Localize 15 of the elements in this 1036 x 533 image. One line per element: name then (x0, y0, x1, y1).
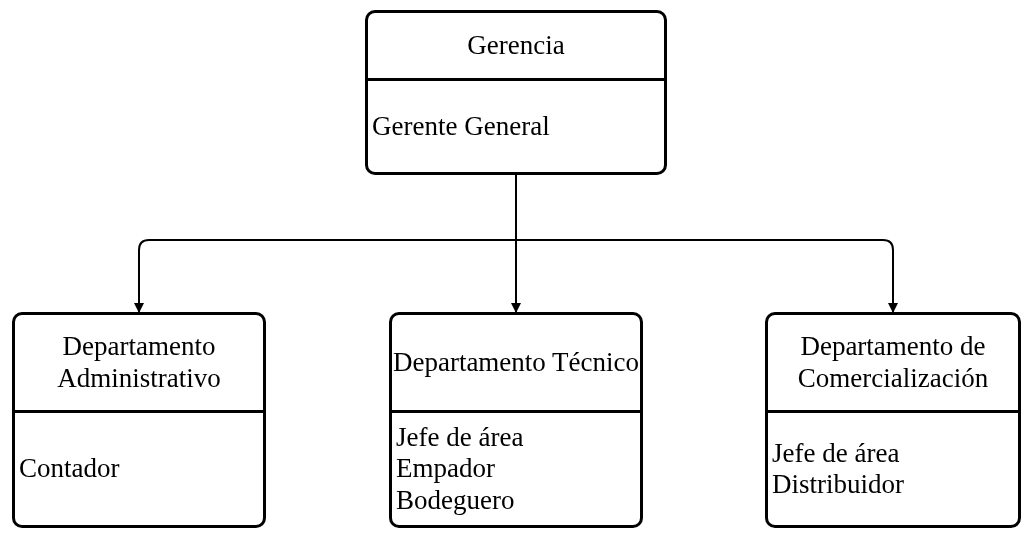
department-title: Departamento de Comercialización (796, 331, 990, 394)
role-text: Distribuidor (772, 469, 905, 501)
org-box (765, 312, 1021, 528)
org-box (12, 312, 266, 528)
department-title: Departamento Técnico (392, 346, 640, 378)
org-box (365, 10, 667, 175)
role-text: Jefe de área (396, 422, 525, 454)
department-title: Departamento Administrativo (56, 331, 222, 394)
role-text: Empador (396, 453, 496, 485)
role-text: Gerente General (372, 110, 551, 142)
org-box (389, 312, 643, 528)
role-text: Jefe de área (772, 437, 901, 469)
role-text: Bodeguero (396, 484, 516, 516)
department-title: Gerencia (467, 29, 565, 61)
role-text: Contador (19, 453, 121, 485)
